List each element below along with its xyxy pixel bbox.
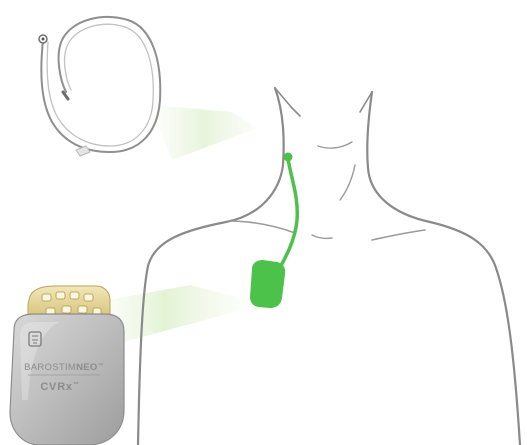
neck-tendon-line bbox=[340, 165, 355, 200]
coiled-lead bbox=[39, 17, 160, 156]
implant-illustration bbox=[250, 153, 297, 309]
implanted-generator bbox=[250, 260, 285, 308]
coiled-lead-connector bbox=[63, 92, 68, 99]
throat-line bbox=[318, 142, 352, 148]
coiled-lead-sleeve bbox=[76, 146, 90, 156]
neck-right-line bbox=[367, 92, 520, 445]
clavicle-right-line bbox=[372, 230, 425, 240]
pulse-generator-device: BAROSTIMNEO™ CVRx™ bbox=[10, 286, 124, 445]
highlight-beam-lead bbox=[150, 105, 258, 160]
highlight-beam-device bbox=[108, 285, 250, 345]
lead-electrode bbox=[284, 153, 293, 162]
clavicle-left-line bbox=[228, 221, 295, 233]
anatomy-details bbox=[228, 142, 425, 240]
sternum-notch-line bbox=[312, 235, 332, 238]
device-brand-label: BAROSTIMNEO™ bbox=[24, 362, 104, 373]
coiled-lead-tip-center bbox=[42, 38, 45, 41]
